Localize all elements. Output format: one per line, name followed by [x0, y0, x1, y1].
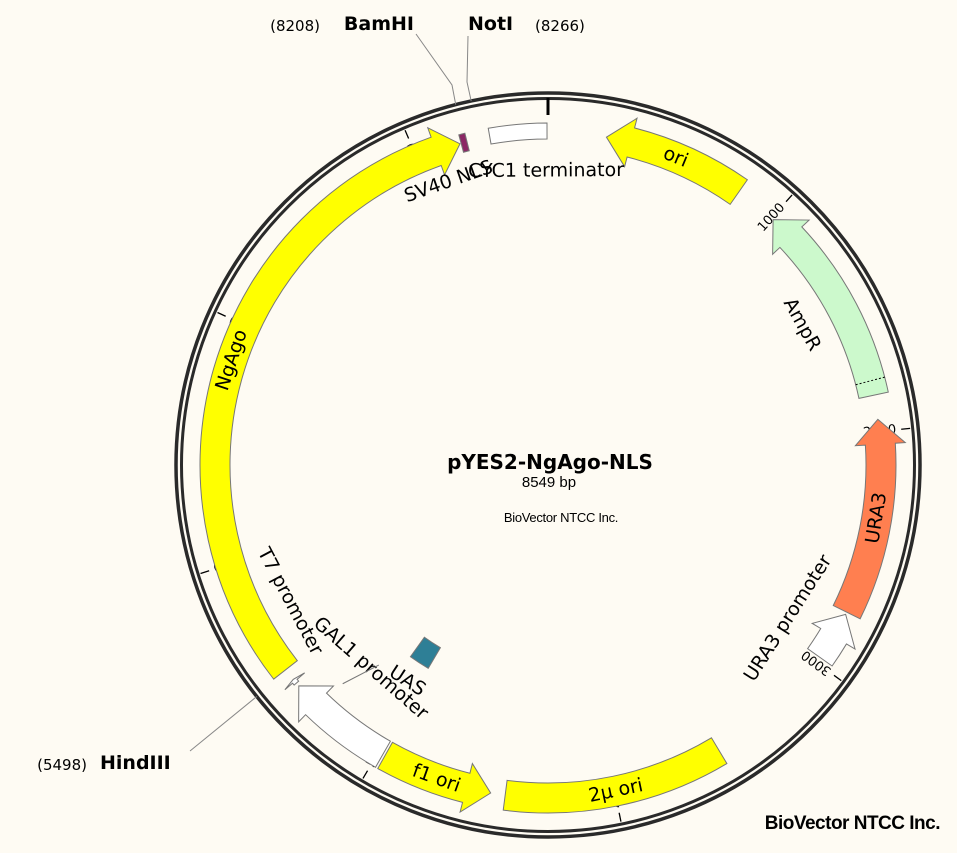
feature-ori[interactable] [605, 117, 749, 206]
site-bamhi[interactable]: BamHI (8208) [270, 13, 457, 105]
tick-mark [217, 311, 226, 317]
two-micron-ori-shape[interactable] [502, 737, 728, 814]
gal1-promoter-shape[interactable] [298, 685, 392, 768]
tick-mark [785, 194, 793, 203]
restriction-sites: BamHI (8208) NotI (8266) HindIII (5498) [37, 13, 585, 774]
sv40-nls-shape[interactable] [458, 132, 470, 153]
site-hindiii[interactable]: HindIII (5498) [37, 696, 258, 774]
feature-ampr[interactable] [772, 219, 889, 399]
plasmid-length: 8549 bp [522, 474, 576, 491]
site-leader-line [415, 33, 457, 105]
feature-cyc1-terminator[interactable] [487, 122, 548, 145]
feature-ura3-promoter[interactable] [806, 613, 856, 667]
feature-uas[interactable] [409, 636, 442, 670]
site-position: (8266) [535, 17, 585, 35]
ura3-shape[interactable] [832, 418, 907, 620]
feature-label: AmpR [779, 294, 826, 354]
gal1-leader-line [342, 664, 379, 685]
ori-shape[interactable] [605, 117, 749, 206]
tick-mark [362, 770, 369, 779]
tick-mark [901, 427, 911, 430]
site-noti[interactable]: NotI (8266) [466, 13, 585, 102]
feature-label: CYC1 terminator [468, 159, 624, 182]
site-position: (8208) [270, 17, 320, 35]
watermark: BioVector NTCC Inc. [765, 813, 940, 834]
tick-mark [833, 674, 842, 682]
backbone [174, 91, 922, 839]
site-leader-line [189, 696, 258, 752]
plasmid-name: pYES2-NgAgo-NLS [447, 450, 653, 474]
site-name[interactable]: HindIII [100, 752, 171, 774]
feature-ura3[interactable] [832, 418, 907, 620]
feature-f1-ori[interactable] [377, 741, 492, 814]
feature-t7-promoter[interactable] [284, 672, 305, 691]
center-credit: BioVector NTCC Inc. [504, 510, 618, 525]
site-name[interactable]: BamHI [344, 13, 414, 35]
site-leader-line [466, 35, 472, 102]
cyc1-terminator-shape[interactable] [487, 122, 548, 145]
ngago-shape[interactable] [199, 126, 461, 680]
f1-ori-shape[interactable] [377, 741, 492, 814]
feature-gal1-promoter[interactable] [298, 685, 392, 768]
tick-mark [200, 570, 210, 575]
backbone-outer-ring [174, 91, 922, 839]
site-position: (5498) [37, 756, 87, 774]
feature-ngago[interactable] [199, 126, 461, 680]
tick-mark [404, 129, 410, 139]
uas-shape[interactable] [409, 636, 442, 670]
site-name[interactable]: NotI [468, 13, 513, 35]
ura3-promoter-shape[interactable] [806, 613, 856, 667]
t7-promoter-shape[interactable] [284, 672, 305, 691]
ampr-shape[interactable] [772, 219, 889, 399]
feature-sv40-nls[interactable] [458, 132, 470, 153]
feature-two-micron-ori[interactable] [502, 737, 728, 814]
ampr-promoter-divider [855, 376, 885, 386]
tick-mark [618, 812, 622, 822]
